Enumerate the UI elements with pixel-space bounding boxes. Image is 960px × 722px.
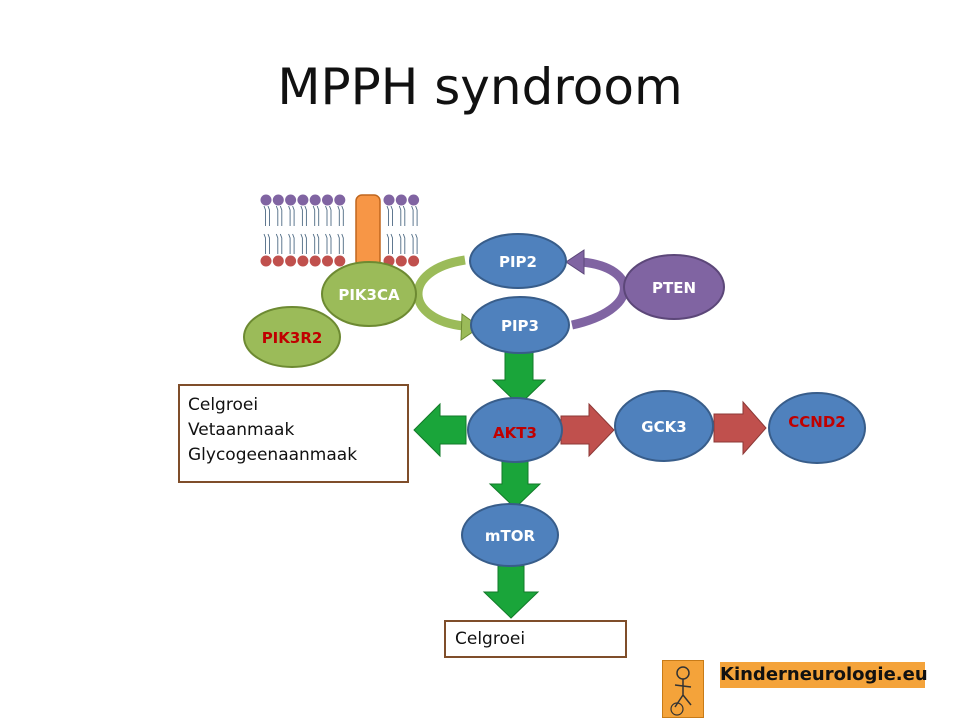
akt3-to-gck3-arrow <box>560 402 615 458</box>
effect-item: Glycogeenaanmaak <box>188 445 358 465</box>
site-name: Kinderneurologie.eu <box>720 662 928 688</box>
effect-item: Vetaanmaak <box>188 420 295 440</box>
effect-item: Celgroei <box>455 629 526 649</box>
mtor-effects-box: Celgroei <box>444 620 627 658</box>
node-gck3: GCK3 <box>614 390 714 462</box>
phosphorylation-curved-arrow <box>413 255 466 331</box>
mtor-to-celgroei-arrow <box>482 565 540 619</box>
node-akt3: AKT3 <box>467 397 563 463</box>
node-mtor-label: mTOR <box>485 527 536 545</box>
slide-title: MPPH syndroom <box>277 58 683 116</box>
node-mtor: mTOR <box>461 503 559 567</box>
node-akt3-label: AKT3 <box>493 424 537 442</box>
node-pik3ca: PIK3CA <box>321 261 417 327</box>
node-pip2-label: PIP2 <box>499 253 537 271</box>
pip3-to-akt3-arrow <box>491 351 547 406</box>
node-ccnd2-label: CCND2 <box>788 413 845 431</box>
pten-arrowhead-icon <box>565 249 585 275</box>
node-ccnd2: CCND2 <box>768 392 866 464</box>
node-pik3r2-label: PIK3R2 <box>262 329 323 347</box>
node-pik3ca-label: PIK3CA <box>338 286 400 304</box>
akt3-effects-box: Celgroei Vetaanmaak Glycogeenaanmaak <box>178 384 409 483</box>
node-pik3r2: PIK3R2 <box>243 306 341 368</box>
node-pten: PTEN <box>623 254 725 320</box>
node-pip3-label: PIP3 <box>501 317 539 335</box>
cell-membrane-icon <box>260 194 420 268</box>
node-pip3: PIP3 <box>470 296 570 354</box>
node-pten-label: PTEN <box>652 279 696 297</box>
membrane-receptor-icon <box>355 194 381 268</box>
node-pip2: PIP2 <box>469 233 567 289</box>
akt3-to-effects-arrow <box>413 402 467 458</box>
kinderneurologie-logo-icon <box>662 660 704 718</box>
akt3-to-mtor-arrow <box>488 455 542 509</box>
gck3-to-ccnd2-arrow <box>713 400 767 456</box>
effect-item: Celgroei <box>188 395 259 415</box>
node-gck3-label: GCK3 <box>641 418 686 436</box>
